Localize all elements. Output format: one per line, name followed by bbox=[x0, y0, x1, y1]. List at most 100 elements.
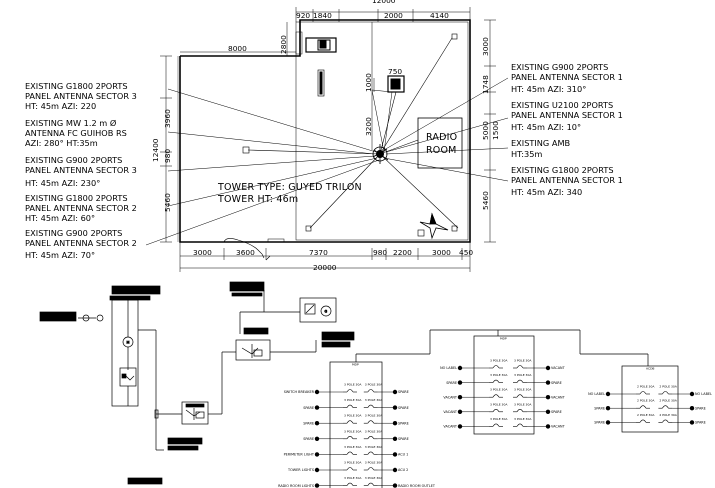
inner-fence bbox=[295, 21, 469, 241]
panel-main-label-left: SPARE bbox=[303, 437, 314, 441]
panel-right-label-left: SPARE bbox=[594, 421, 605, 425]
panel-main-tag-right: 3 POLE 30A bbox=[365, 476, 383, 480]
panel-mid-breaker-right bbox=[516, 379, 524, 383]
panel-right-box bbox=[621, 365, 679, 433]
callout-g1800-s1-l1: EXISTING G1800 2PORTS bbox=[511, 165, 614, 175]
panel-right-breaker-right bbox=[662, 405, 669, 409]
callout-u2100-l3: HT: 45m AZI: 10° bbox=[511, 122, 581, 132]
panel-main-breaker-right bbox=[367, 467, 375, 471]
panel-mid-terminal-right bbox=[545, 395, 551, 400]
cable-ladder bbox=[371, 89, 393, 153]
panel-mid-tag-right: 3 POLE 30A bbox=[514, 417, 532, 421]
panel-right-tag-right: 2 POLE 30A bbox=[659, 399, 677, 403]
dim-20000: 20000 bbox=[313, 263, 337, 272]
panel-mid-breaker-left bbox=[492, 365, 500, 369]
panel-mid-label-right: VACANT bbox=[551, 366, 566, 370]
site-boundary bbox=[179, 19, 471, 243]
callout-g900-s3-l1: EXISTING G900 2PORTS bbox=[25, 155, 122, 165]
panel-right-terminal-left bbox=[605, 391, 611, 397]
callout-g1800-s2-l2: PANEL ANTENNA SECTOR 2 bbox=[25, 203, 137, 213]
panel-right-breaker-left bbox=[639, 391, 647, 395]
tower-height-label: TOWER HT: 46m bbox=[217, 194, 298, 205]
panel-right-terminal-right bbox=[689, 420, 695, 425]
panel-right-breaker-left bbox=[639, 405, 647, 409]
panel-main-label-right: SPARE bbox=[398, 406, 409, 410]
panel-main-terminal-left bbox=[314, 452, 320, 457]
dim-3000-right: 3000 bbox=[481, 37, 490, 56]
panel-right-label-left: SPARE bbox=[594, 406, 605, 410]
dim-3200: 3200 bbox=[364, 117, 373, 136]
tower-type-label: TOWER TYPE: GUYED TRILON bbox=[217, 182, 362, 193]
site-plan bbox=[160, 7, 496, 272]
panel-mid-label-right: VACANT bbox=[551, 395, 566, 399]
callout-g900-s2-l1: EXISTING G900 2PORTS bbox=[25, 228, 122, 238]
callout-g1800-s3-l2: PANEL ANTENNA SECTOR 3 bbox=[25, 91, 137, 101]
panel-main-breaker-left bbox=[346, 420, 354, 424]
generator-set bbox=[305, 37, 337, 53]
panel-main-terminal-left bbox=[314, 389, 320, 395]
panel-mid-breaker-right bbox=[516, 394, 524, 398]
panel-main-breaker-left bbox=[346, 436, 354, 439]
radio-room-label-1: RADIO bbox=[426, 132, 457, 143]
panel-mid-terminal-left bbox=[457, 395, 463, 400]
dim-4140: 4140 bbox=[430, 11, 449, 20]
panel-right-tag-left: 2 POLE 30A bbox=[637, 413, 655, 417]
panel-main-label-left: TOWER LIGHTS bbox=[287, 468, 314, 472]
panel-right-terminal-left bbox=[605, 406, 611, 411]
dim-5460-right: 5460 bbox=[481, 191, 490, 210]
panel-mid-tag-left: 3 POLE 30A bbox=[490, 388, 508, 392]
panel-main-breaker-right bbox=[367, 404, 375, 408]
generator-panel bbox=[111, 299, 139, 407]
panel-main-terminal-right bbox=[392, 405, 398, 410]
dim-8000: 8000 bbox=[228, 44, 247, 53]
panel-main-tag-right: 3 POLE 30A bbox=[365, 429, 383, 433]
dim-980-b: 980 bbox=[373, 248, 387, 257]
redacted-label-4 bbox=[229, 281, 265, 292]
panel-main-tag-left: 3 POLE 30A bbox=[344, 445, 362, 449]
panel-mid-terminal-left bbox=[457, 409, 463, 414]
panel-main-terminal-right bbox=[392, 483, 398, 488]
panel-boxes bbox=[329, 335, 679, 488]
callout-mw-l3: AZI: 280° HT:35m bbox=[25, 138, 98, 148]
panel-main-breaker-left bbox=[346, 482, 354, 486]
panel-right-terminal-right bbox=[689, 391, 695, 397]
panel-mid-breaker-left bbox=[492, 423, 500, 427]
panel-mid-breaker-right bbox=[516, 423, 524, 427]
panel-main-label-right: ACU 1 bbox=[398, 453, 408, 457]
panel-main-label-right: RADIO ROOM OUTLET bbox=[398, 484, 436, 488]
panel-mid-breaker-right bbox=[516, 409, 524, 412]
breaker-box-lower bbox=[181, 401, 209, 425]
panel-right-tag-left: 2 POLE 30A bbox=[637, 399, 655, 403]
panel-main-terminal-right bbox=[392, 436, 398, 441]
panel-main-tag-left: 3 POLE 30A bbox=[344, 398, 362, 402]
dim-2800: 2800 bbox=[279, 35, 288, 54]
panel-right-label-right: SPARE bbox=[695, 421, 706, 425]
panel-main-label-right: SPARE bbox=[398, 421, 409, 425]
radio-room-label-2: ROOM bbox=[426, 145, 457, 156]
panel-main-breaker-right bbox=[367, 482, 375, 486]
panel-mid-breaker-left bbox=[492, 409, 500, 412]
panel-mid-tag-right: 3 POLE 30A bbox=[514, 388, 532, 392]
panel-mid-tag-left: 3 POLE 30A bbox=[490, 373, 508, 377]
panel-main-label-left: SWITCH BREAKER bbox=[284, 390, 315, 394]
panel-main-breaker-right bbox=[367, 451, 375, 455]
callout-g900-s1-l3: HT: 45m AZI: 310° bbox=[511, 84, 586, 94]
panel-main-tag-right: 3 POLE 30A bbox=[365, 398, 383, 402]
callout-amb-l2: HT:35m bbox=[511, 149, 542, 159]
panel-mid-terminal-right bbox=[545, 424, 551, 429]
panel-main-label-left: SPARE bbox=[303, 421, 314, 425]
redacted-label-2 bbox=[39, 311, 77, 322]
panel-main-terminal-right bbox=[392, 421, 398, 426]
north-arrow-icon bbox=[419, 212, 449, 240]
radio-room bbox=[417, 117, 463, 169]
dim-5460-left: 5460 bbox=[163, 193, 172, 212]
panel-mid-breaker-left bbox=[492, 394, 500, 398]
panel-main-terminal-right bbox=[392, 452, 398, 457]
panel-mid-label-left: VACANT bbox=[443, 425, 458, 429]
panel-mid-tag-left: 3 POLE 30A bbox=[490, 402, 508, 406]
panel-mid-terminal-left bbox=[457, 424, 463, 429]
dim-3000-b: 3000 bbox=[193, 248, 212, 257]
panel-mid-label-left: SPARE bbox=[446, 381, 457, 385]
panel-main-tag-left: 3 POLE 30A bbox=[344, 461, 362, 465]
